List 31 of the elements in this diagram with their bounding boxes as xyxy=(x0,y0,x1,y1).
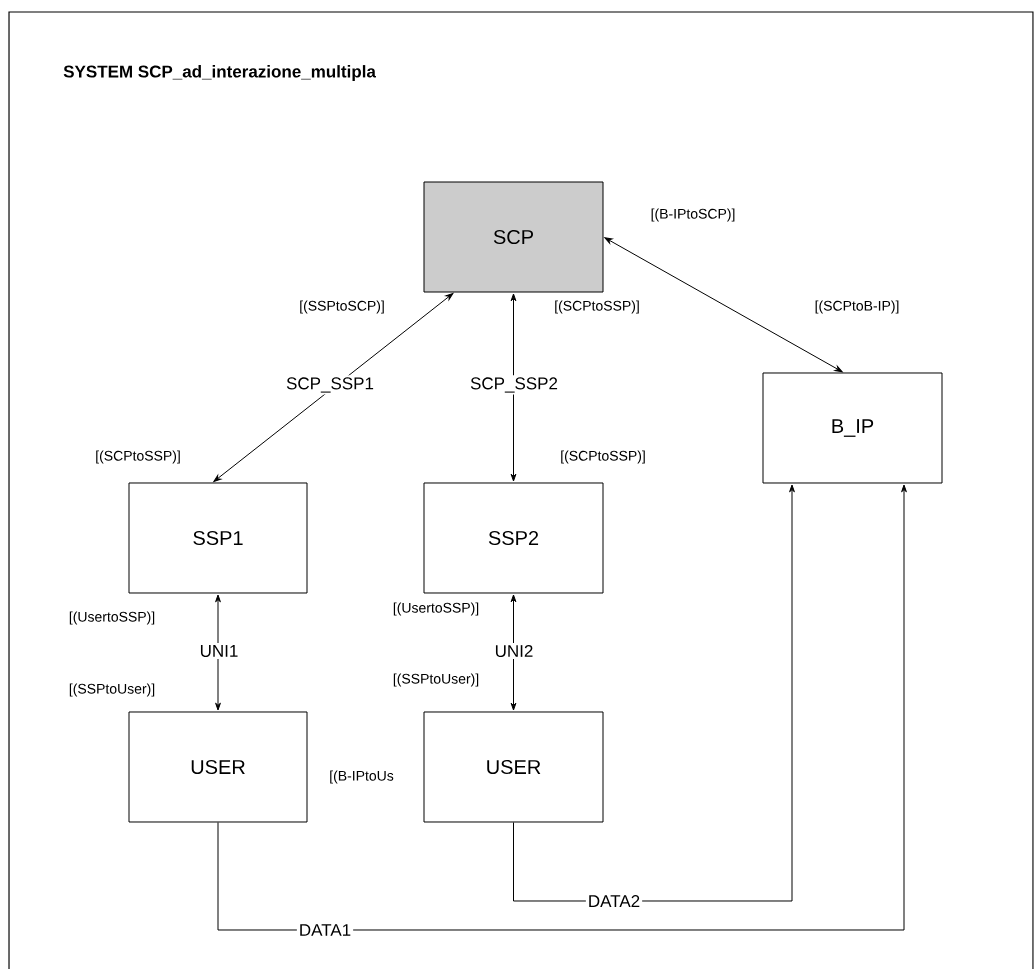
signal-label: [(SCPtoSSP)] xyxy=(561,450,645,464)
arrow xyxy=(217,484,907,931)
signal-label: [(SCPtoB-IP)] xyxy=(815,300,899,314)
edge-label: UNI2 xyxy=(492,643,536,659)
signal-label: [(UsertoSSP)] xyxy=(393,602,479,616)
signal-label: [(B-IPtoUs xyxy=(330,770,394,784)
edge-label: DATA2 xyxy=(585,893,643,909)
block-box: SCP xyxy=(423,181,604,293)
block-box: USER xyxy=(128,711,308,823)
arrow xyxy=(510,293,517,482)
arrow xyxy=(213,292,454,483)
arrow xyxy=(604,237,843,373)
arrow xyxy=(513,484,795,902)
arrow xyxy=(510,594,517,711)
edge-label: SCP_SSP1 xyxy=(284,375,376,395)
signal-label: [(SCPtoSSP)] xyxy=(555,300,639,314)
signal-label: [(SSPtoSCP)] xyxy=(300,300,384,314)
edge-label: SCP_SSP2 xyxy=(468,375,560,395)
block-box: B_IP xyxy=(762,372,943,484)
signal-label: [(SCPtoSSP)] xyxy=(96,450,180,464)
signal-label: [(SSPtoUser)] xyxy=(69,683,155,697)
signal-label: [(UsertoSSP)] xyxy=(69,611,155,625)
block-box: USER xyxy=(423,711,604,823)
diagram-title: SYSTEM SCP_ad_interazione_multipla xyxy=(63,65,376,81)
signal-label: [(SSPtoUser)] xyxy=(393,673,479,687)
edge-label: UNI1 xyxy=(197,643,241,659)
signal-label: [(B-IPtoSCP)] xyxy=(651,208,735,222)
edge-label: DATA1 xyxy=(296,922,354,938)
block-box: SSP1 xyxy=(128,482,308,594)
block-box: SSP2 xyxy=(423,482,604,594)
arrow xyxy=(215,594,221,711)
